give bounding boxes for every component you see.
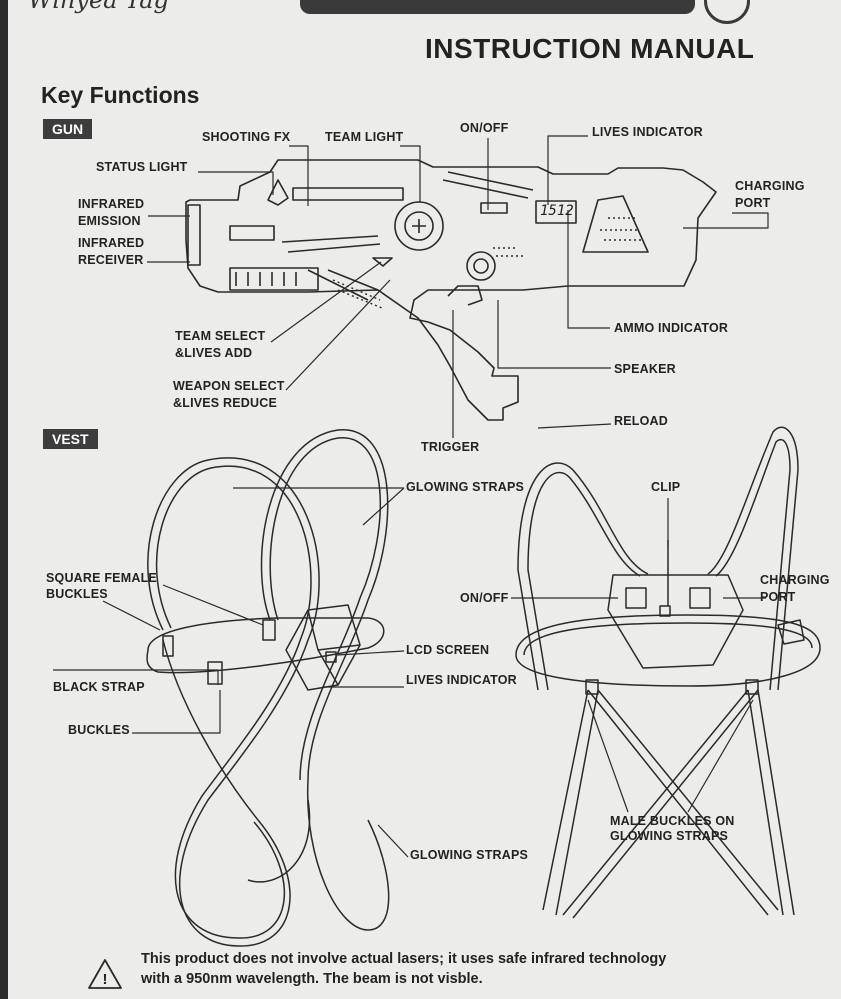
- gun-section-badge: GUN: [43, 119, 93, 139]
- page-title: INSTRUCTION MANUAL: [425, 33, 755, 64]
- label-vest-charging: CHARGING: [760, 573, 830, 587]
- label-ammo-indicator: AMMO INDICATOR: [614, 321, 729, 335]
- label-vest-port: PORT: [760, 590, 796, 604]
- label-gun-charging: CHARGING: [735, 179, 805, 193]
- gun-lcd-display: 1512: [540, 203, 574, 219]
- label-infrared-receiver: INFRARED: [78, 236, 145, 250]
- label-gun-port: PORT: [735, 196, 771, 210]
- label-trigger: TRIGGER: [421, 440, 480, 454]
- label-status-light: STATUS LIGHT: [96, 160, 188, 174]
- label-vest-on-off: ON/OFF: [460, 591, 509, 605]
- label-vest-lives-indicator: LIVES INDICATOR: [406, 673, 517, 687]
- label-square-female: SQUARE FEMALE: [46, 571, 157, 585]
- label-team-light: TEAM LIGHT: [325, 130, 404, 144]
- brand-logo: [300, 0, 695, 14]
- label-infrared-emission-2: EMISSION: [78, 214, 141, 228]
- label-speaker: SPEAKER: [614, 362, 676, 376]
- label-glowing-straps-top: GLOWING STRAPS: [406, 480, 525, 494]
- vest-right-drawing: [515, 426, 821, 919]
- gun-texture: [332, 217, 644, 309]
- warning-text-line-1: This product does not involve actual las…: [141, 951, 667, 967]
- label-male-buckles-2: GLOWING STRAPS: [610, 829, 729, 843]
- label-gun-on-off: ON/OFF: [460, 121, 509, 135]
- label-infrared-receiver-2: RECEIVER: [78, 253, 144, 267]
- label-glowing-straps-bottom: GLOWING STRAPS: [410, 848, 529, 862]
- label-buckles: BUCKLES: [68, 723, 130, 737]
- brand-script: Winyea Tag: [28, 0, 169, 14]
- label-square-female-2: BUCKLES: [46, 587, 108, 601]
- section-heading: Key Functions: [41, 82, 200, 108]
- vest-leader-lines: [53, 487, 766, 858]
- label-male-buckles: MALE BUCKLES ON: [610, 814, 735, 828]
- label-reload: RELOAD: [614, 414, 668, 428]
- label-lives-add: &LIVES ADD: [175, 346, 253, 360]
- label-shooting-fx: SHOOTING FX: [202, 130, 291, 144]
- label-lcd-screen: LCD SCREEN: [406, 643, 490, 657]
- warning-text-line-2: with a 950nm wavelength. The beam is not…: [141, 971, 483, 987]
- gun-leader-lines: [147, 135, 769, 438]
- vest-left-drawing: [146, 429, 390, 947]
- warning-exclamation-icon: !: [103, 971, 108, 988]
- label-infrared-emission: INFRARED: [78, 197, 145, 211]
- label-team-select: TEAM SELECT: [175, 329, 266, 343]
- vest-section-badge: VEST: [43, 429, 98, 449]
- manual-page: Winyea Tag INSTRUCTION MANUAL Key Functi…: [8, 0, 841, 999]
- label-gun-lives-indicator: LIVES INDICATOR: [592, 125, 703, 139]
- label-lives-reduce: &LIVES REDUCE: [173, 396, 278, 410]
- laser-gun-drawing: [185, 159, 717, 421]
- label-clip: CLIP: [651, 480, 681, 494]
- diagram-art: !: [53, 135, 821, 989]
- warning-triangle-icon: [88, 959, 122, 989]
- label-weapon-select: WEAPON SELECT: [173, 379, 285, 393]
- label-black-strap: BLACK STRAP: [53, 680, 145, 694]
